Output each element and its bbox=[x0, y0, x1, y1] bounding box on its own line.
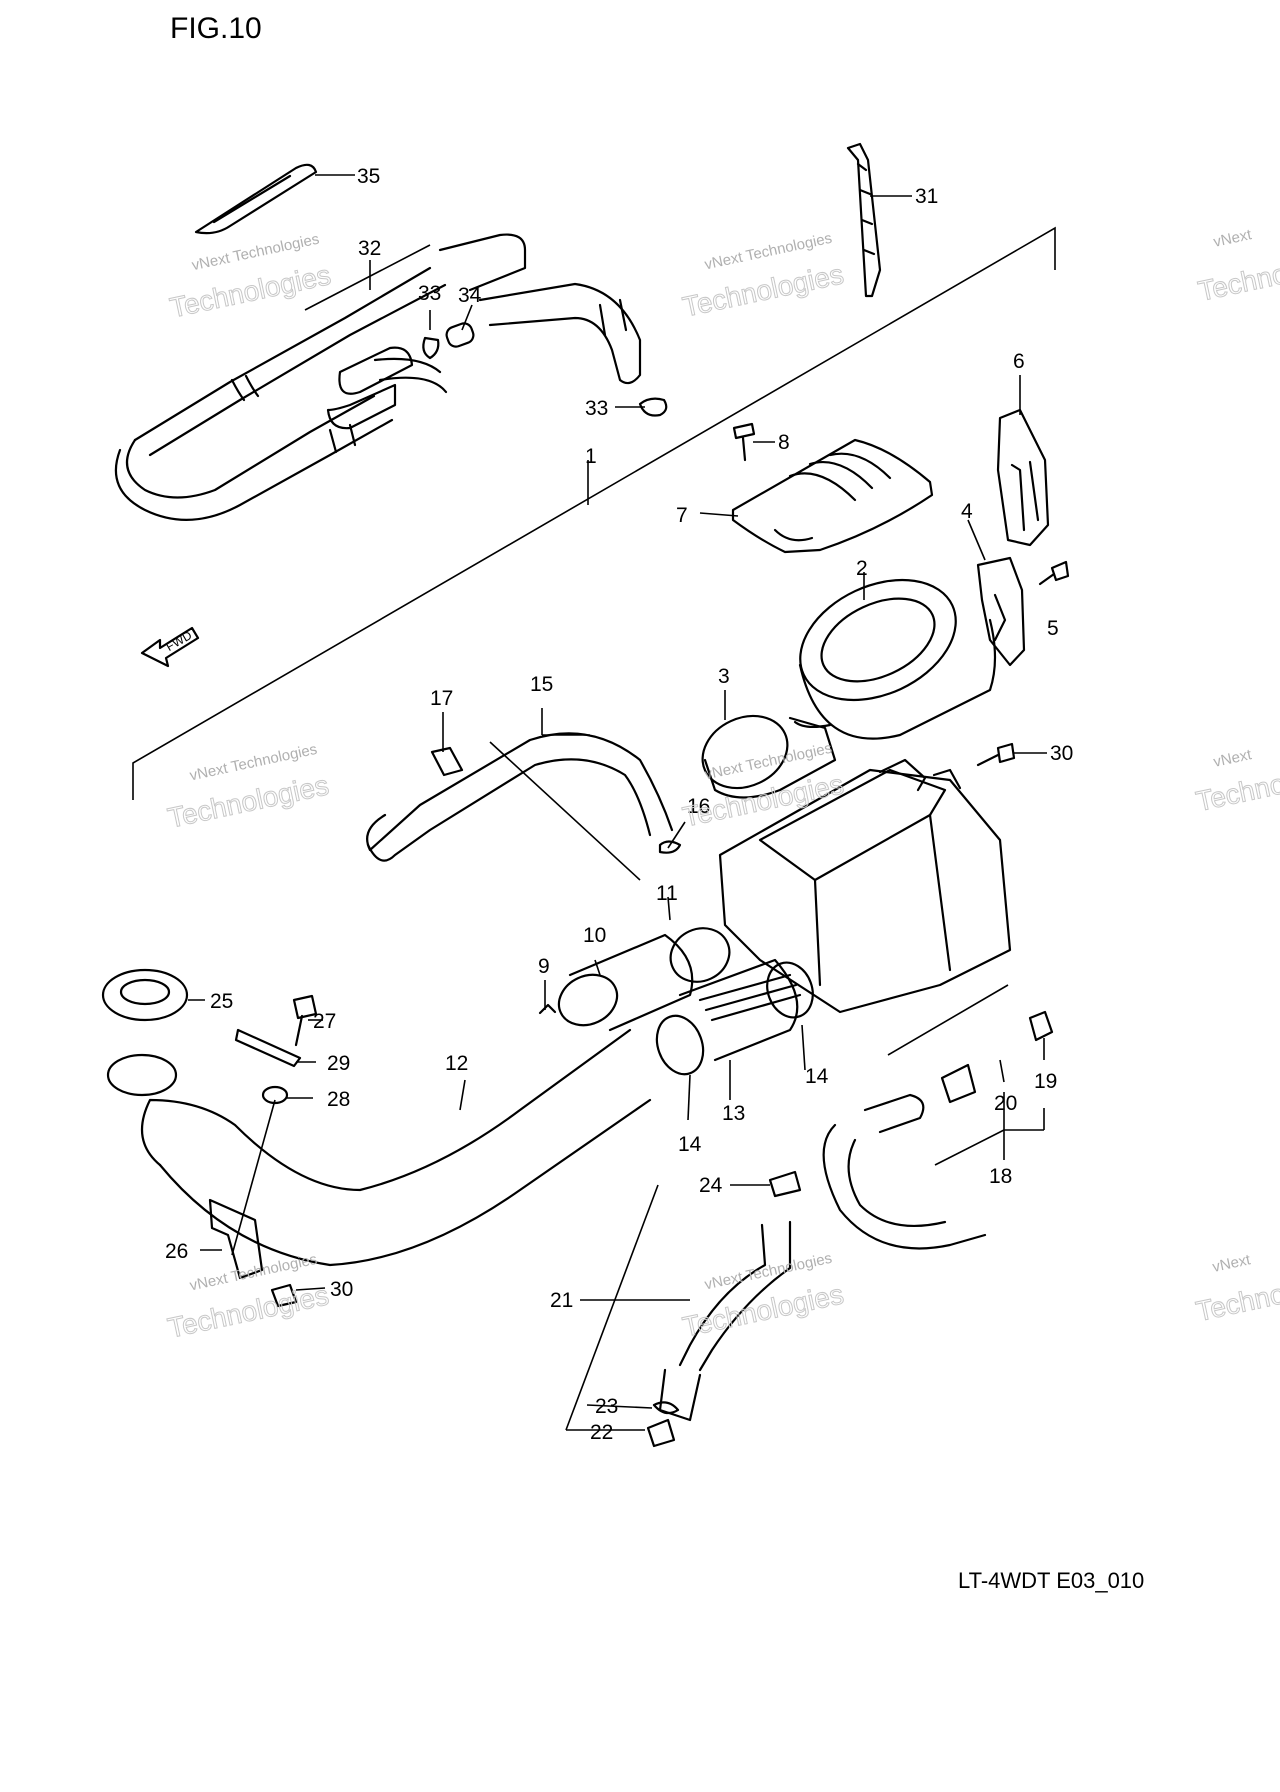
callout-2: 2 bbox=[856, 557, 868, 580]
callout-5: 5 bbox=[1047, 617, 1059, 640]
part-15-drain-hose bbox=[366, 732, 674, 862]
part-12-intake-duct bbox=[106, 1028, 652, 1267]
leader-lines bbox=[188, 174, 1047, 1431]
callout-11: 11 bbox=[656, 882, 678, 905]
part-7-cover bbox=[731, 438, 934, 554]
part-17-clamp bbox=[430, 746, 464, 777]
callout-3: 3 bbox=[718, 665, 730, 688]
callout-30-lower: 30 bbox=[330, 1278, 353, 1301]
air-cleaner-case bbox=[718, 758, 1012, 1014]
fwd-arrow-icon: FWD bbox=[140, 626, 200, 668]
callout-13: 13 bbox=[722, 1102, 745, 1125]
callout-31: 31 bbox=[915, 185, 938, 208]
part-20-hose bbox=[940, 1063, 977, 1104]
callout-29: 29 bbox=[327, 1052, 350, 1075]
callout-30-upper: 30 bbox=[1050, 742, 1073, 765]
part-32-breather-hose bbox=[114, 233, 642, 521]
part-23-clip bbox=[652, 1401, 680, 1415]
callout-33-upper: 33 bbox=[418, 282, 441, 305]
callout-7: 7 bbox=[676, 504, 688, 527]
callout-35: 35 bbox=[357, 165, 380, 188]
callout-25: 25 bbox=[210, 990, 233, 1013]
watermark-small: vNext bbox=[1212, 226, 1254, 251]
callout-33-lower: 33 bbox=[585, 397, 608, 420]
part-30-bolt-upper bbox=[976, 742, 1016, 767]
part-2-filter-element bbox=[798, 578, 997, 740]
callout-23: 23 bbox=[595, 1395, 618, 1418]
part-16-clip bbox=[658, 840, 682, 854]
part-29-bracket bbox=[234, 1028, 302, 1068]
callout-20: 20 bbox=[994, 1092, 1017, 1115]
callout-8: 8 bbox=[778, 431, 790, 454]
part-33-clamp-upper bbox=[422, 336, 440, 360]
part-30-bolt-lower bbox=[270, 1283, 298, 1308]
part-18-drain-hose bbox=[822, 1093, 987, 1250]
part-14-clamp-lower bbox=[655, 1014, 705, 1076]
callout-24: 24 bbox=[699, 1174, 723, 1197]
watermark-small: vNext bbox=[1211, 1251, 1253, 1276]
part-3-filter bbox=[701, 714, 837, 799]
callout-9: 9 bbox=[538, 955, 550, 978]
part-27-bolt bbox=[292, 994, 318, 1047]
callout-34: 34 bbox=[458, 284, 482, 307]
part-24-clamp bbox=[768, 1170, 802, 1198]
part-14-clamp-upper bbox=[766, 961, 814, 1019]
callout-16: 16 bbox=[687, 795, 710, 818]
part-9-clip bbox=[538, 1003, 557, 1015]
watermarks: vNext Technologies Technologies vNext Te… bbox=[165, 226, 1280, 1344]
part-22-clamp bbox=[646, 1418, 676, 1448]
part-5-bolt bbox=[1038, 560, 1070, 586]
part-21-hose bbox=[658, 1220, 792, 1422]
callout-26: 26 bbox=[165, 1240, 188, 1263]
callout-14-lower: 14 bbox=[678, 1133, 702, 1156]
callout-10: 10 bbox=[583, 924, 606, 947]
part-28-washer bbox=[261, 1085, 289, 1105]
callout-15: 15 bbox=[530, 673, 553, 696]
part-4-holder bbox=[976, 556, 1026, 667]
callout-14-upper: 14 bbox=[805, 1065, 829, 1088]
part-13-duct bbox=[678, 958, 802, 1062]
callout-32: 32 bbox=[358, 237, 381, 260]
callout-27: 27 bbox=[313, 1010, 336, 1033]
callout-12: 12 bbox=[445, 1052, 468, 1075]
part-6-bracket bbox=[996, 408, 1050, 547]
watermark-big: Technologies bbox=[1193, 1263, 1280, 1327]
callout-22: 22 bbox=[590, 1421, 613, 1444]
part-34-connector bbox=[445, 322, 475, 348]
footer-code: LT-4WDT E03_010 bbox=[958, 1568, 1144, 1593]
part-25-grommet bbox=[101, 968, 189, 1022]
callout-4: 4 bbox=[961, 500, 973, 523]
part-33-clamp-lower bbox=[638, 397, 668, 417]
watermark-small: vNext bbox=[1212, 746, 1254, 771]
part-11-clamp bbox=[669, 927, 731, 983]
part-8-screw bbox=[732, 422, 756, 462]
callout-labels: 1 2 3 4 5 6 7 8 9 10 11 12 13 14 14 15 1… bbox=[165, 165, 1073, 1444]
assembly-boundary bbox=[132, 226, 1056, 1056]
part-10-intake-duct bbox=[557, 933, 694, 1032]
part-35-clip bbox=[194, 163, 318, 235]
callout-28: 28 bbox=[327, 1088, 350, 1111]
callout-6: 6 bbox=[1013, 350, 1025, 373]
watermark-big: Technologies bbox=[1195, 243, 1280, 307]
part-31-tie-strap bbox=[846, 142, 882, 298]
callout-19: 19 bbox=[1034, 1070, 1057, 1093]
part-26-stay bbox=[208, 1198, 264, 1280]
figure-title: FIG.10 bbox=[170, 12, 262, 45]
callout-1: 1 bbox=[585, 445, 597, 468]
callout-21: 21 bbox=[550, 1289, 573, 1312]
callout-17: 17 bbox=[430, 687, 453, 710]
part-19-clip bbox=[1028, 1010, 1054, 1042]
callout-18: 18 bbox=[989, 1165, 1012, 1188]
